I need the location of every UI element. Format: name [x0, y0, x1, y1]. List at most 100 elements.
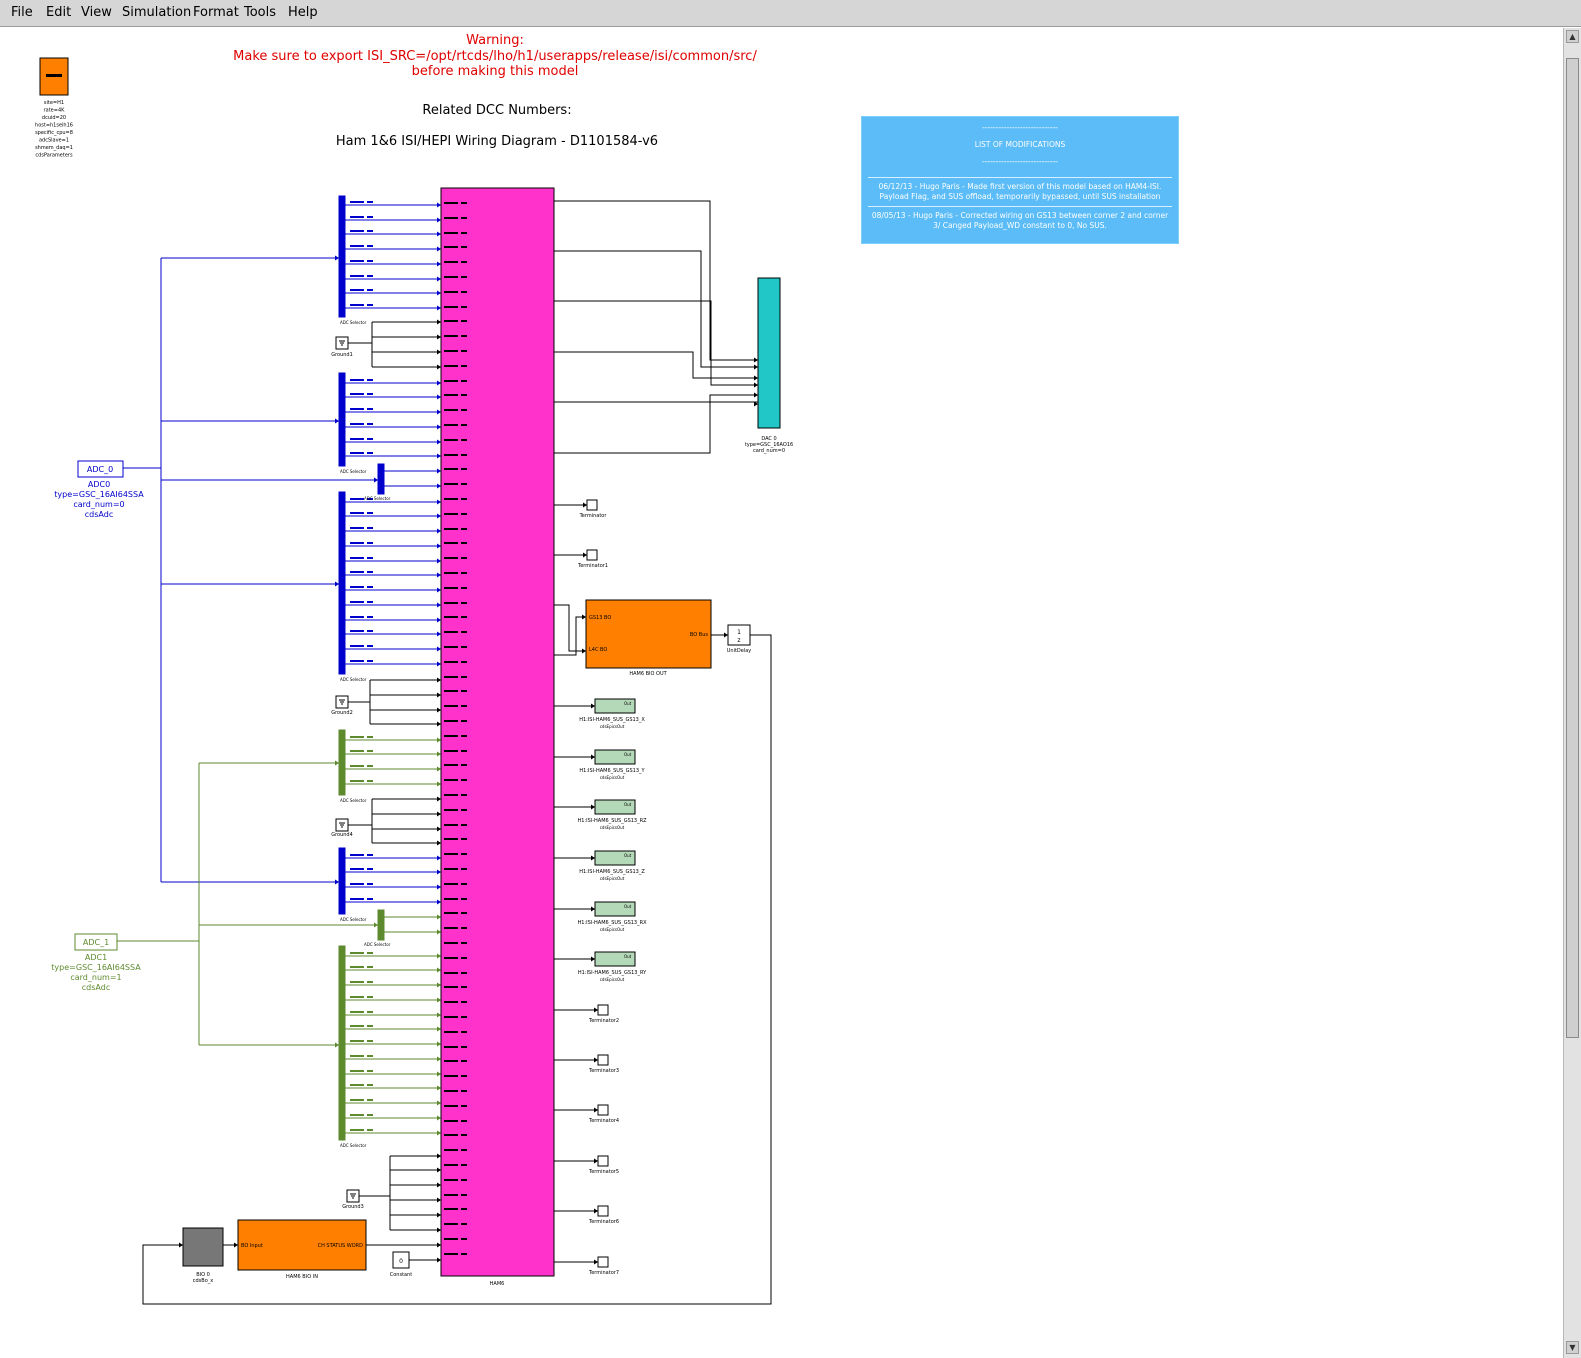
mods-dashes-bottom: ----------------------------	[982, 157, 1058, 166]
vertical-scrollbar[interactable]: ▲ ▼	[1563, 28, 1581, 1358]
port-label	[461, 1060, 467, 1062]
port-label	[444, 217, 458, 219]
menu-format[interactable]: Format	[193, 5, 239, 20]
port-label	[461, 424, 467, 426]
port-label	[350, 201, 364, 203]
port-label	[444, 912, 458, 914]
terminator-icon[interactable]	[586, 499, 598, 511]
gs13-label: H1:ISI-HAM6_SUS_GS13_RY	[578, 970, 647, 976]
arrowhead	[437, 751, 441, 757]
terminator-label: Terminator7	[588, 1270, 619, 1276]
scroll-up-icon[interactable]: ▲	[1566, 30, 1579, 43]
port-label	[350, 289, 364, 291]
arrowhead	[437, 261, 441, 267]
terminator-icon[interactable]	[597, 1205, 609, 1217]
port-label	[350, 379, 364, 381]
port-label	[444, 1016, 458, 1018]
port-label	[444, 838, 458, 840]
arrowhead	[179, 1242, 183, 1248]
adc-selector-label: ADC Selector	[340, 469, 367, 474]
params-line: cdsParameters	[35, 153, 73, 159]
modifications-note[interactable]: ---------------------------- LIST OF MOD…	[861, 116, 1179, 244]
port-label	[461, 1253, 467, 1255]
dac0-block[interactable]	[757, 277, 781, 429]
terminator-icon[interactable]	[597, 1104, 609, 1116]
bio0-block[interactable]	[182, 1227, 224, 1267]
unit-delay-block[interactable]	[727, 624, 751, 646]
terminator-icon[interactable]	[597, 1256, 609, 1268]
port-label	[350, 868, 364, 870]
port-label	[444, 764, 458, 766]
unit-delay-num: 1	[737, 629, 741, 636]
model-canvas[interactable]: Warning:Make sure to export ISI_SRC=/opt…	[0, 28, 1562, 1358]
arrowhead	[437, 982, 441, 988]
gs13-epics-block[interactable]	[594, 799, 636, 815]
menu-edit[interactable]: Edit	[46, 5, 72, 20]
port-label	[350, 245, 364, 247]
gs13-epics-block[interactable]	[594, 901, 636, 917]
gs13-label: H1:ISI-HAM6_SUS_GS13_Y	[579, 768, 645, 774]
gs13-epics-block[interactable]	[594, 951, 636, 967]
constant-block[interactable]	[392, 1251, 410, 1269]
scroll-thumb[interactable]	[1566, 58, 1579, 1038]
port-label	[461, 498, 467, 500]
gs13-epics-block[interactable]	[594, 698, 636, 714]
port-label	[444, 380, 458, 382]
ham6-block[interactable]	[440, 187, 555, 1277]
terminator-icon[interactable]	[586, 549, 598, 561]
menu-help[interactable]: Help	[288, 5, 318, 20]
adc0-type: type=GSC_16AI64SSA	[54, 490, 144, 499]
menu-tools[interactable]: Tools	[244, 5, 277, 20]
bio-out-block[interactable]	[585, 599, 712, 669]
port-label	[350, 304, 364, 306]
port-label	[350, 408, 364, 410]
port-label	[461, 1001, 467, 1003]
arrowhead	[437, 217, 441, 223]
signal-line	[554, 604, 586, 652]
adc-selector-label: ADC Selector	[340, 917, 367, 922]
menu-file[interactable]: File	[11, 5, 33, 20]
gs13-sub: cdsEpicsOut	[600, 977, 625, 982]
adc0-block[interactable]	[77, 460, 124, 478]
port-label	[461, 557, 467, 559]
port-label	[461, 261, 467, 263]
port-label	[461, 705, 467, 707]
signal-line	[554, 394, 758, 454]
port-label	[367, 230, 373, 232]
terminator-label: Terminator2	[588, 1018, 619, 1024]
port-label	[461, 246, 467, 248]
adc1-block[interactable]	[74, 933, 118, 951]
arrowhead	[754, 375, 758, 381]
terminator-icon[interactable]	[597, 1054, 609, 1066]
port-label	[461, 794, 467, 796]
menu-view[interactable]: View	[81, 5, 112, 20]
arrowhead	[437, 721, 441, 727]
port-label	[461, 898, 467, 900]
adc-selector-bar-small	[377, 463, 385, 495]
adc-selector-bar-green	[338, 729, 346, 796]
arrowhead	[335, 581, 339, 587]
adc1-label: ADC_1	[83, 938, 109, 947]
bio-in-block[interactable]	[237, 1219, 367, 1271]
menu-simulation[interactable]: Simulation	[122, 5, 192, 20]
terminator-icon[interactable]	[597, 1155, 609, 1167]
ground2-label: Ground2	[331, 710, 353, 716]
terminator-icon[interactable]	[597, 1004, 609, 1016]
params-line: specific_cpu=8	[35, 130, 73, 136]
port-label	[461, 1238, 467, 1240]
port-label	[444, 957, 458, 959]
gs13-epics-block[interactable]	[594, 749, 636, 765]
constant-label: Constant	[390, 1272, 413, 1278]
arrowhead	[335, 255, 339, 261]
arrowhead	[437, 1182, 441, 1188]
arrowhead	[437, 1167, 441, 1173]
arrowhead	[437, 707, 441, 713]
scroll-down-icon[interactable]: ▼	[1566, 1341, 1579, 1354]
gs13-epics-block[interactable]	[594, 850, 636, 866]
port-label	[367, 408, 373, 410]
adc-selector-label: ADC Selector	[340, 798, 367, 803]
bio-out-in1: GS13 BO	[589, 615, 611, 621]
port-label	[444, 291, 458, 293]
port-label	[350, 1040, 364, 1042]
dac0-name: DAC 0	[761, 436, 776, 442]
